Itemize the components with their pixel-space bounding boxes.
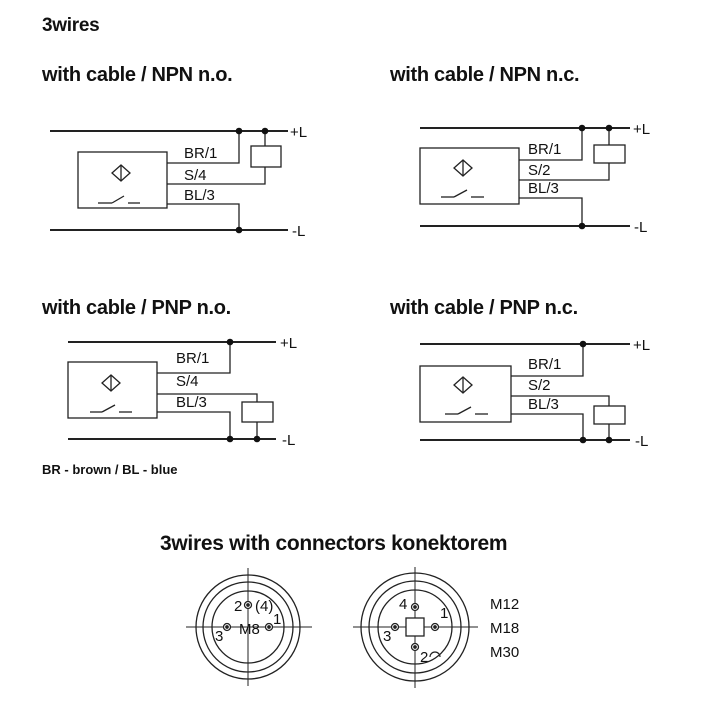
diagram-pnp-nc (419, 343, 630, 441)
diagram-title-npn-nc: with cable / NPN n.c. (390, 64, 580, 86)
load-relay (593, 144, 626, 164)
pin-2-label: 2 (234, 598, 242, 615)
sensor-body (419, 147, 520, 205)
size-m12-label: M12 (490, 596, 519, 613)
diagram-title-pnp-nc: with cable / PNP n.c. (390, 297, 578, 319)
diagram-pnp-no (67, 341, 276, 440)
wire-label-signal: S/4 (184, 167, 207, 184)
wire-label-bl: BL/3 (528, 396, 559, 413)
diagram-npn-no (50, 130, 288, 231)
sensor-symbol-icon (445, 376, 488, 415)
pin-2-label: 2 (420, 649, 428, 666)
minus-l-label: -L (634, 219, 647, 236)
pin-1-label: 1 (440, 605, 448, 622)
connector-m12 (353, 567, 478, 688)
wire-label-bl: BL/3 (176, 394, 207, 411)
size-m30-label: M30 (490, 644, 519, 661)
pin-3-label: 3 (383, 628, 391, 645)
junction-dots (226, 124, 613, 444)
size-m18-label: M18 (490, 620, 519, 637)
wire-label-br: BR/1 (528, 141, 561, 158)
plus-l-label: +L (633, 337, 650, 354)
plus-l-label: +L (633, 121, 650, 138)
wire-label-signal: S/2 (528, 162, 551, 179)
minus-l-label: -L (635, 433, 648, 450)
connectors-title: 3wires with connectors konektorem (160, 532, 508, 555)
wire-label-br: BR/1 (184, 145, 217, 162)
pin-3-label: 3 (215, 628, 223, 645)
wire-label-br: BR/1 (176, 350, 209, 367)
sensor-body (67, 361, 158, 419)
pin-4-alt-label: (4) (255, 598, 273, 615)
sensor-symbol-icon (90, 374, 132, 413)
color-legend-note: BR - brown / BL - blue (42, 462, 178, 477)
sensor-symbol-icon (441, 159, 484, 198)
plus-l-label: +L (280, 335, 297, 352)
diagram-npn-nc (419, 127, 630, 227)
plus-l-label: +L (290, 124, 307, 141)
sensor-symbol-icon (98, 164, 140, 204)
connector-m8 (186, 568, 312, 686)
diagram-title-npn-no: with cable / NPN n.o. (42, 64, 233, 86)
load-relay (250, 145, 282, 168)
connector-size-label: M8 (239, 621, 260, 638)
diagram-title-pnp-no: with cable / PNP n.o. (42, 297, 231, 319)
page-title: 3wires (42, 15, 100, 36)
wire-label-bl: BL/3 (184, 187, 215, 204)
sensor-body (419, 365, 512, 423)
wire-label-br: BR/1 (528, 356, 561, 373)
wire-label-bl: BL/3 (528, 180, 559, 197)
pin-4-label: 4 (399, 596, 407, 613)
sensor-body (77, 151, 168, 209)
minus-l-label: -L (282, 432, 295, 449)
wire-label-signal: S/4 (176, 373, 199, 390)
wire-label-signal: S/2 (528, 377, 551, 394)
load-relay (241, 401, 274, 423)
pin-1-label: 1 (273, 611, 281, 628)
minus-l-label: -L (292, 223, 305, 240)
load-relay (593, 405, 626, 425)
